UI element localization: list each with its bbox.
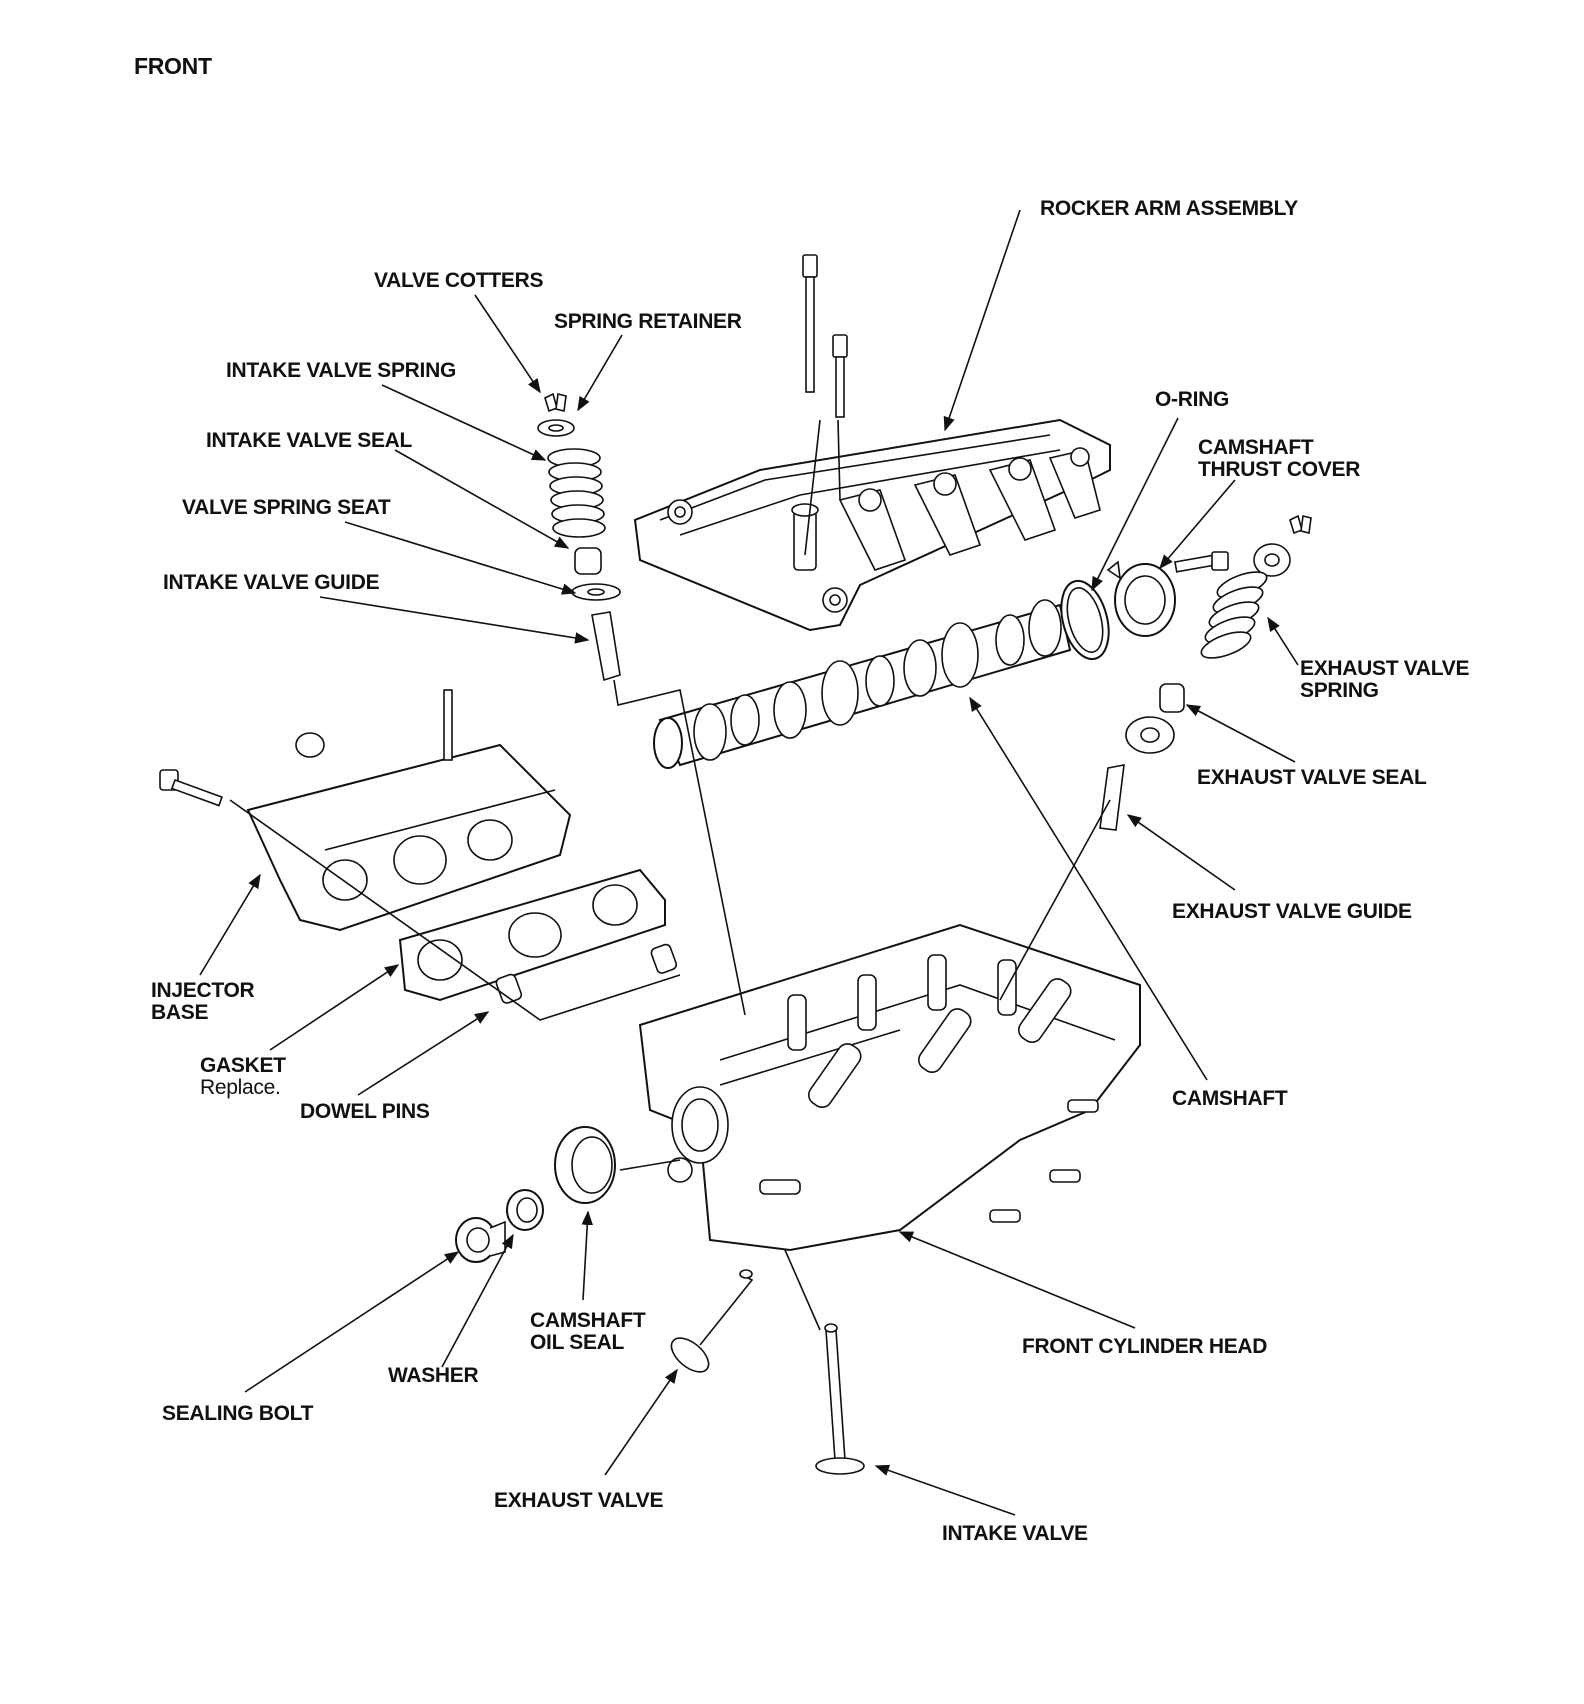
label-valve-spring-seat: VALVE SPRING SEAT	[182, 496, 391, 519]
label-gasket: GASKET Replace.	[200, 1055, 286, 1099]
label-rocker-arm-assembly: ROCKER ARM ASSEMBLY	[1040, 197, 1298, 220]
label-exhaust-valve-spring: EXHAUST VALVE SPRING	[1300, 658, 1469, 702]
camshaft-part	[653, 579, 1110, 769]
diagram-title: FRONT	[134, 53, 212, 79]
label-gasket-note: Replace.	[200, 1076, 281, 1099]
front-cylinder-head-part	[638, 923, 1141, 1252]
leader-lines	[199, 209, 1299, 1516]
label-exhaust-valve-spring-line1: EXHAUST VALVE	[1300, 657, 1470, 680]
label-intake-valve: INTAKE VALVE	[942, 1522, 1088, 1545]
intake-valve-part	[815, 1323, 865, 1475]
label-injector-base: INJECTOR BASE	[151, 979, 255, 1024]
washer-part	[506, 1189, 544, 1231]
label-spring-retainer: SPRING RETAINER	[554, 310, 742, 333]
label-camshaft-thrust-cover-line2: THRUST COVER	[1198, 458, 1361, 481]
label-camshaft-thrust-cover-line1: CAMSHAFT	[1198, 436, 1314, 459]
label-gasket-line1: GASKET	[200, 1054, 286, 1077]
label-camshaft-oil-seal: CAMSHAFT OIL SEAL	[530, 1309, 646, 1354]
label-front-cylinder-head: FRONT CYLINDER HEAD	[1022, 1335, 1268, 1358]
label-injector-base-line2: BASE	[151, 1001, 209, 1024]
label-o-ring: O-RING	[1155, 388, 1230, 411]
label-dowel-pins: DOWEL PINS	[300, 1100, 430, 1123]
intake-valve-parts	[537, 392, 621, 682]
label-sealing-bolt: SEALING BOLT	[162, 1402, 314, 1425]
label-exhaust-valve-seal: EXHAUST VALVE SEAL	[1197, 766, 1427, 789]
label-injector-base-line1: INJECTOR	[151, 979, 255, 1002]
label-intake-valve-seal: INTAKE VALVE SEAL	[206, 429, 413, 452]
sealing-bolt-part	[455, 1217, 506, 1263]
exhaust-valve-parts	[1099, 514, 1312, 831]
injector-base-part	[159, 689, 572, 932]
label-valve-cotters: VALVE COTTERS	[374, 269, 544, 292]
label-exhaust-valve-guide: EXHAUST VALVE GUIDE	[1172, 900, 1412, 923]
label-intake-valve-guide: INTAKE VALVE GUIDE	[163, 571, 380, 594]
label-exhaust-valve: EXHAUST VALVE	[494, 1489, 664, 1512]
exhaust-valve-part	[670, 1269, 754, 1373]
alignment-lines	[229, 419, 1111, 1331]
label-washer: WASHER	[388, 1364, 479, 1387]
rocker-arm-assembly-part	[633, 254, 1111, 632]
label-intake-valve-spring: INTAKE VALVE SPRING	[226, 359, 456, 382]
camshaft-oil-seal-part	[554, 1126, 616, 1204]
dowel-pins-part	[495, 943, 678, 1004]
label-exhaust-valve-spring-line2: SPRING	[1300, 679, 1379, 702]
label-camshaft-oil-seal-line1: CAMSHAFT	[530, 1309, 646, 1332]
label-camshaft-oil-seal-line2: OIL SEAL	[530, 1331, 625, 1354]
label-camshaft: CAMSHAFT	[1172, 1087, 1288, 1110]
camshaft-thrust-cover-part	[1106, 551, 1229, 637]
label-camshaft-thrust-cover: CAMSHAFT THRUST COVER	[1198, 437, 1360, 481]
